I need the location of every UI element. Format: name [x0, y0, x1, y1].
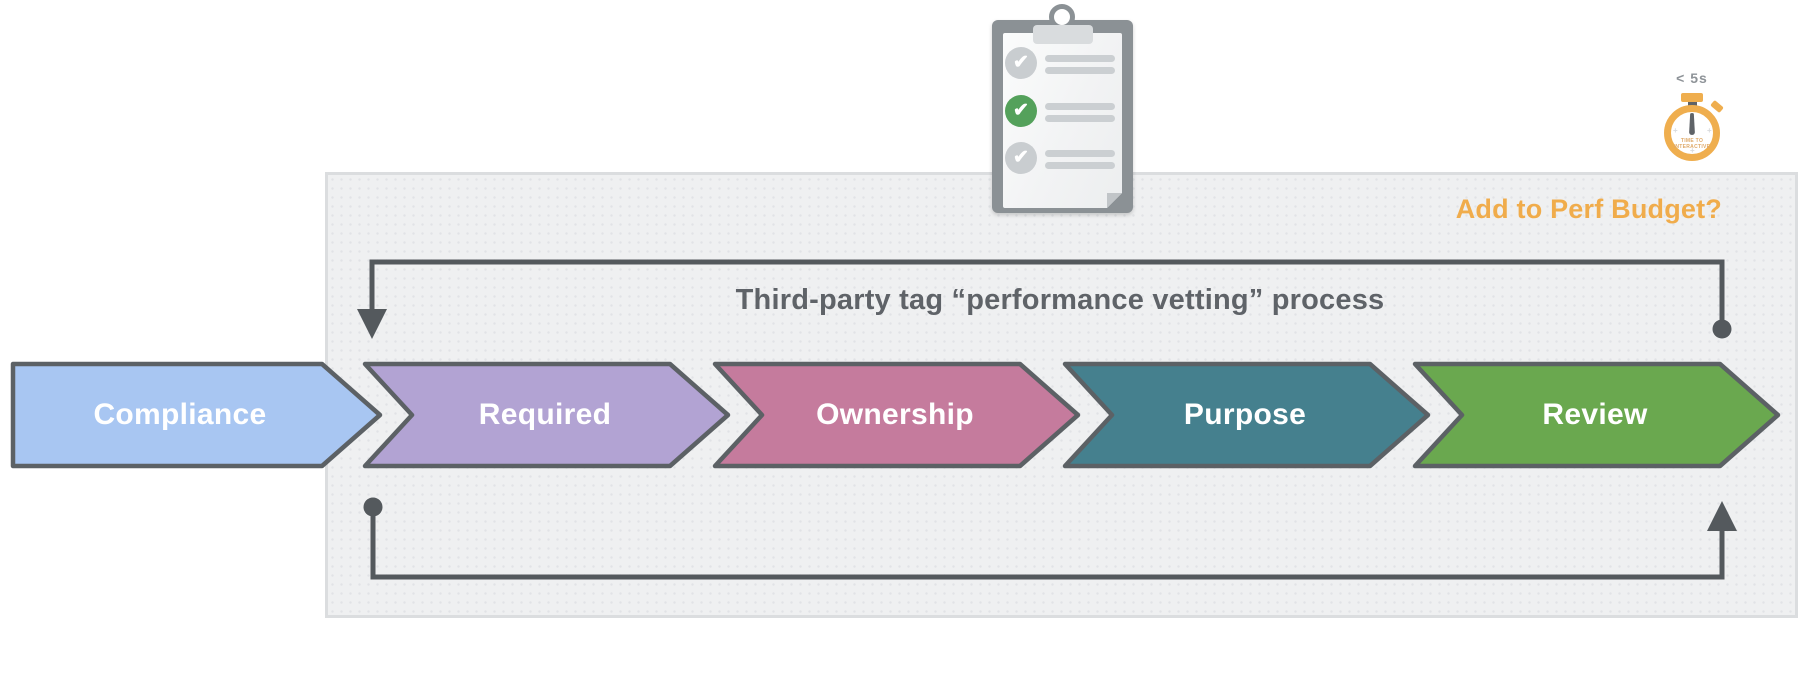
stopwatch-icon: < 5s + + + TIME TO INTERACTIVE	[1652, 70, 1732, 175]
loop-start-dot-bottom-left	[363, 497, 383, 517]
top-feedback-loop-line	[369, 259, 1725, 329]
step-label-required: Required	[478, 398, 612, 431]
step-shape-ownership	[712, 361, 1081, 469]
dial-tick: +	[1690, 146, 1695, 155]
bottom-feedback-loop-line	[370, 507, 1725, 580]
checklist-line	[1045, 150, 1115, 157]
step-label-ownership: Ownership	[816, 398, 974, 431]
stopwatch-button	[1681, 93, 1703, 102]
arrowhead-up-icon	[1707, 501, 1737, 531]
step-label-compliance: Compliance	[93, 398, 267, 431]
stopwatch-face-text: TIME TO INTERACTIVE	[1664, 138, 1720, 150]
step-label-review: Review	[1542, 398, 1648, 431]
stopwatch-time-label: < 5s	[1676, 70, 1708, 86]
perf-budget-question: Add to Perf Budget?	[1455, 194, 1722, 224]
checklist-clipboard-icon: ✔ ✔ ✔	[992, 4, 1133, 214]
dial-tick: +	[1707, 126, 1712, 135]
clipboard-clasp	[1033, 25, 1093, 44]
diagram-title: Third-party tag “performance vetting” pr…	[735, 284, 1385, 316]
loop-start-dot-top-right	[1712, 319, 1732, 339]
stopwatch-side-button	[1710, 99, 1724, 114]
check-icon: ✔	[1005, 142, 1037, 174]
step-shape-required	[362, 361, 731, 469]
step-shape-purpose	[1062, 361, 1431, 469]
step-shape-review	[1412, 361, 1781, 469]
step-shape-compliance	[10, 361, 383, 469]
check-icon: ✔	[1005, 47, 1037, 79]
checklist-line	[1045, 103, 1115, 110]
arrowhead-down-icon	[357, 309, 387, 339]
checklist-line	[1045, 162, 1115, 169]
dial-tick: +	[1673, 126, 1678, 135]
checklist-line	[1045, 67, 1115, 74]
checklist-line	[1045, 55, 1115, 62]
stopwatch-face-line1: TIME TO	[1680, 138, 1704, 144]
stopwatch-face-line2: INTERACTIVE	[1673, 144, 1711, 150]
step-label-purpose: Purpose	[1183, 398, 1307, 431]
check-icon-green: ✔	[1005, 95, 1037, 127]
checklist-line	[1045, 115, 1115, 122]
stopwatch-hand	[1689, 113, 1695, 135]
